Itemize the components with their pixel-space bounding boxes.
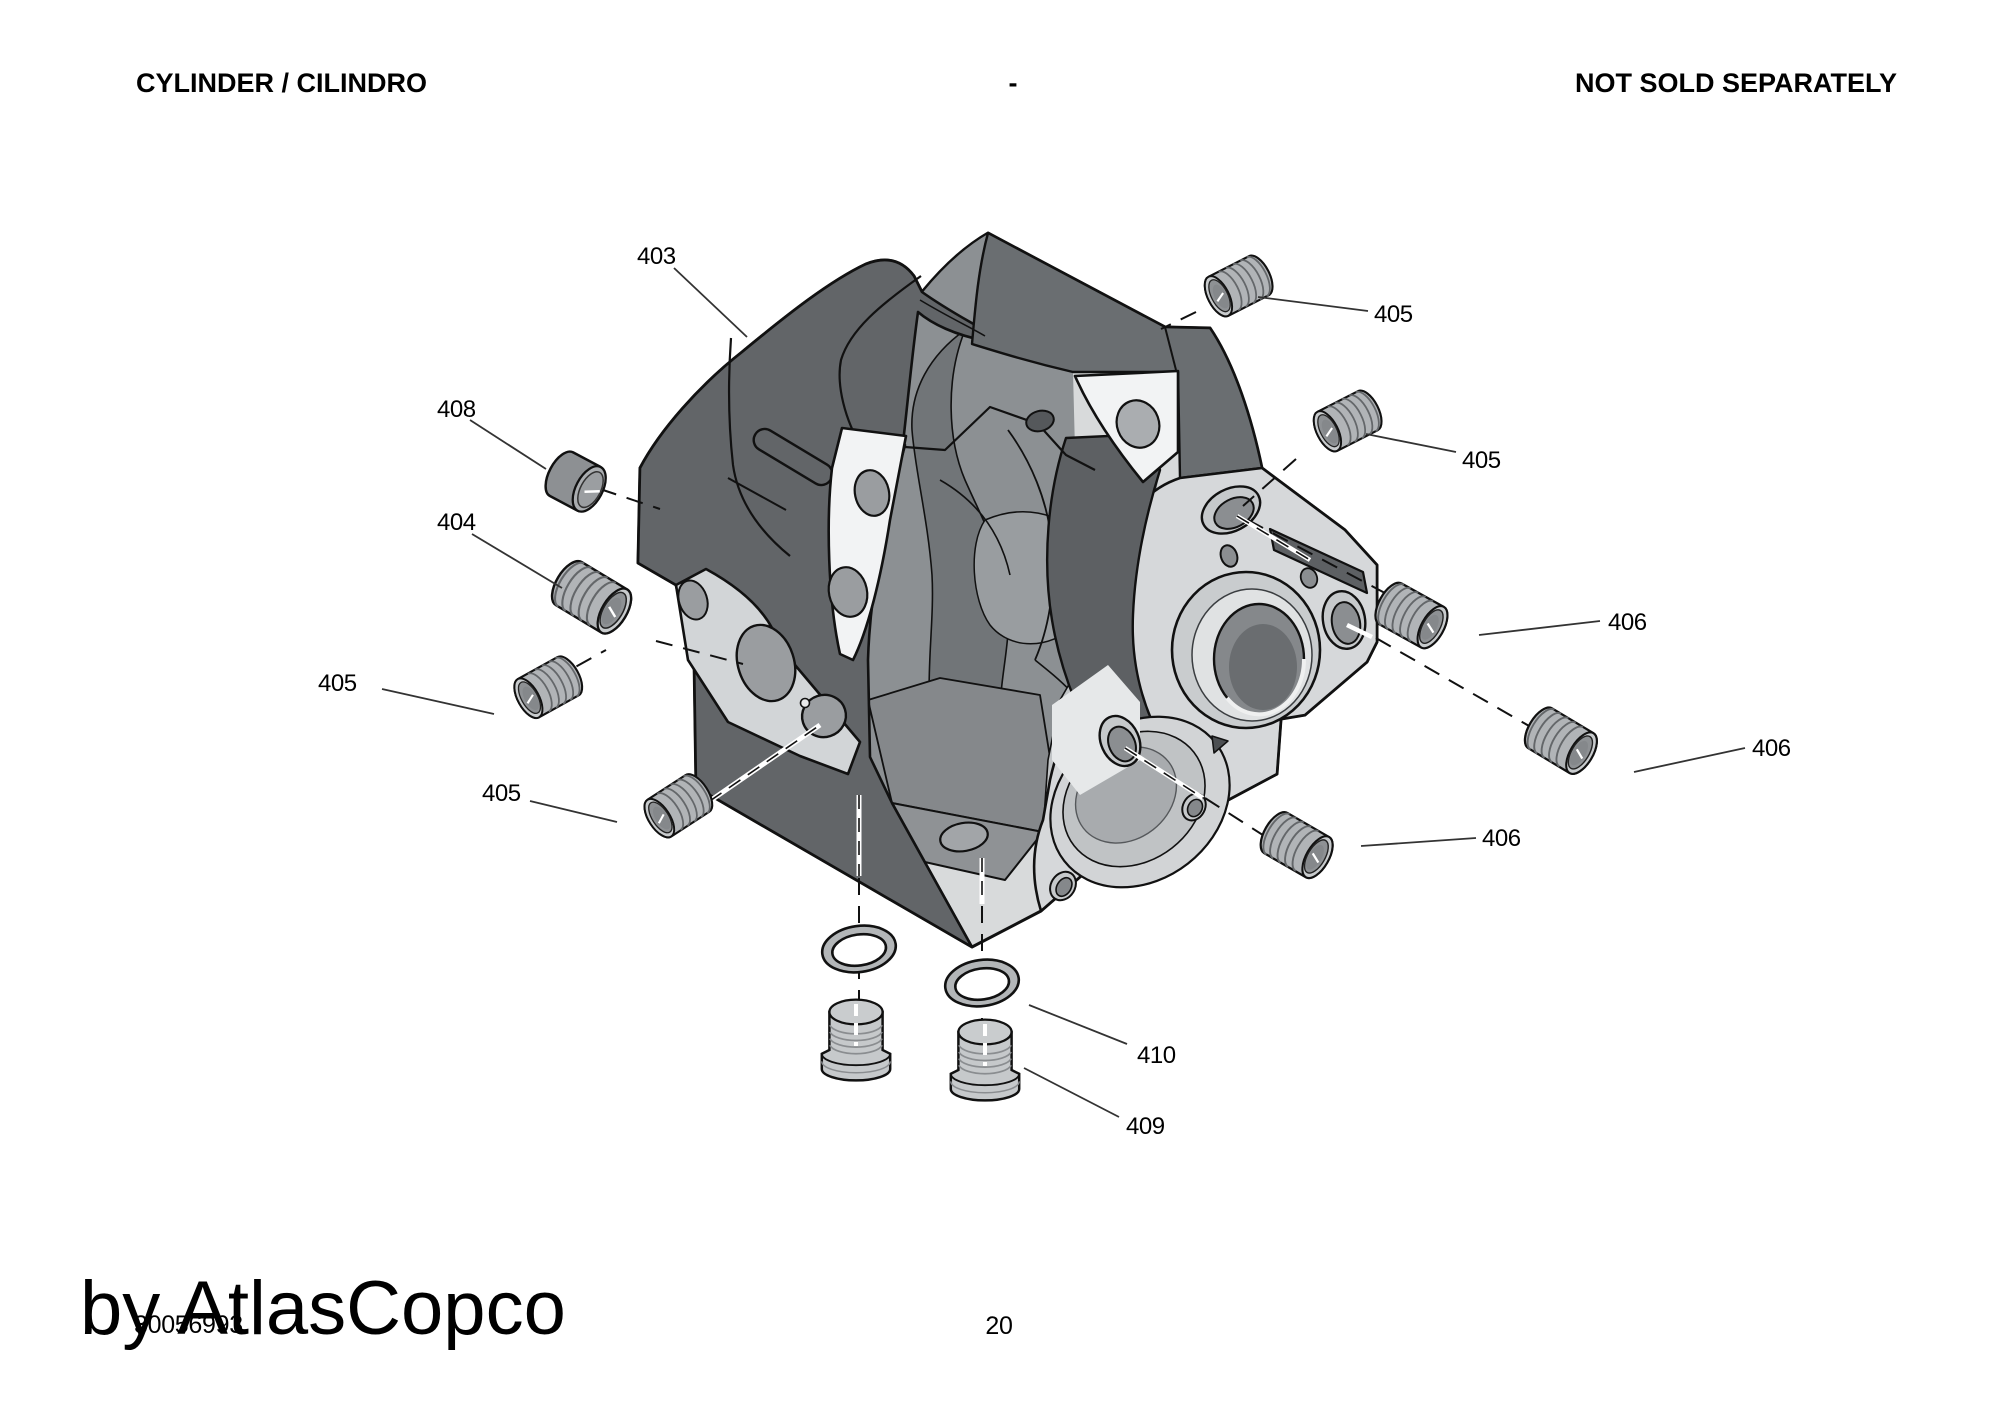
svg-text:-: - <box>1009 68 1018 98</box>
svg-text:405: 405 <box>1374 301 1413 328</box>
svg-text:410: 410 <box>1137 1042 1176 1069</box>
svg-text:406: 406 <box>1608 609 1647 636</box>
svg-text:by AtlasCopco: by AtlasCopco <box>80 1266 566 1351</box>
svg-text:403: 403 <box>637 243 676 270</box>
svg-text:CYLINDER / CILINDRO: CYLINDER / CILINDRO <box>136 68 427 98</box>
svg-text:404: 404 <box>437 509 476 536</box>
svg-text:406: 406 <box>1482 825 1521 852</box>
svg-text:408: 408 <box>437 396 476 423</box>
svg-text:405: 405 <box>1462 447 1501 474</box>
svg-text:409: 409 <box>1126 1113 1165 1140</box>
svg-text:20: 20 <box>985 1312 1012 1340</box>
svg-text:405: 405 <box>318 670 357 697</box>
svg-text:NOT SOLD SEPARATELY: NOT SOLD SEPARATELY <box>1575 68 1897 98</box>
svg-text:406: 406 <box>1752 735 1791 762</box>
svg-text:30056993: 30056993 <box>134 1311 243 1339</box>
svg-text:405: 405 <box>482 780 521 807</box>
